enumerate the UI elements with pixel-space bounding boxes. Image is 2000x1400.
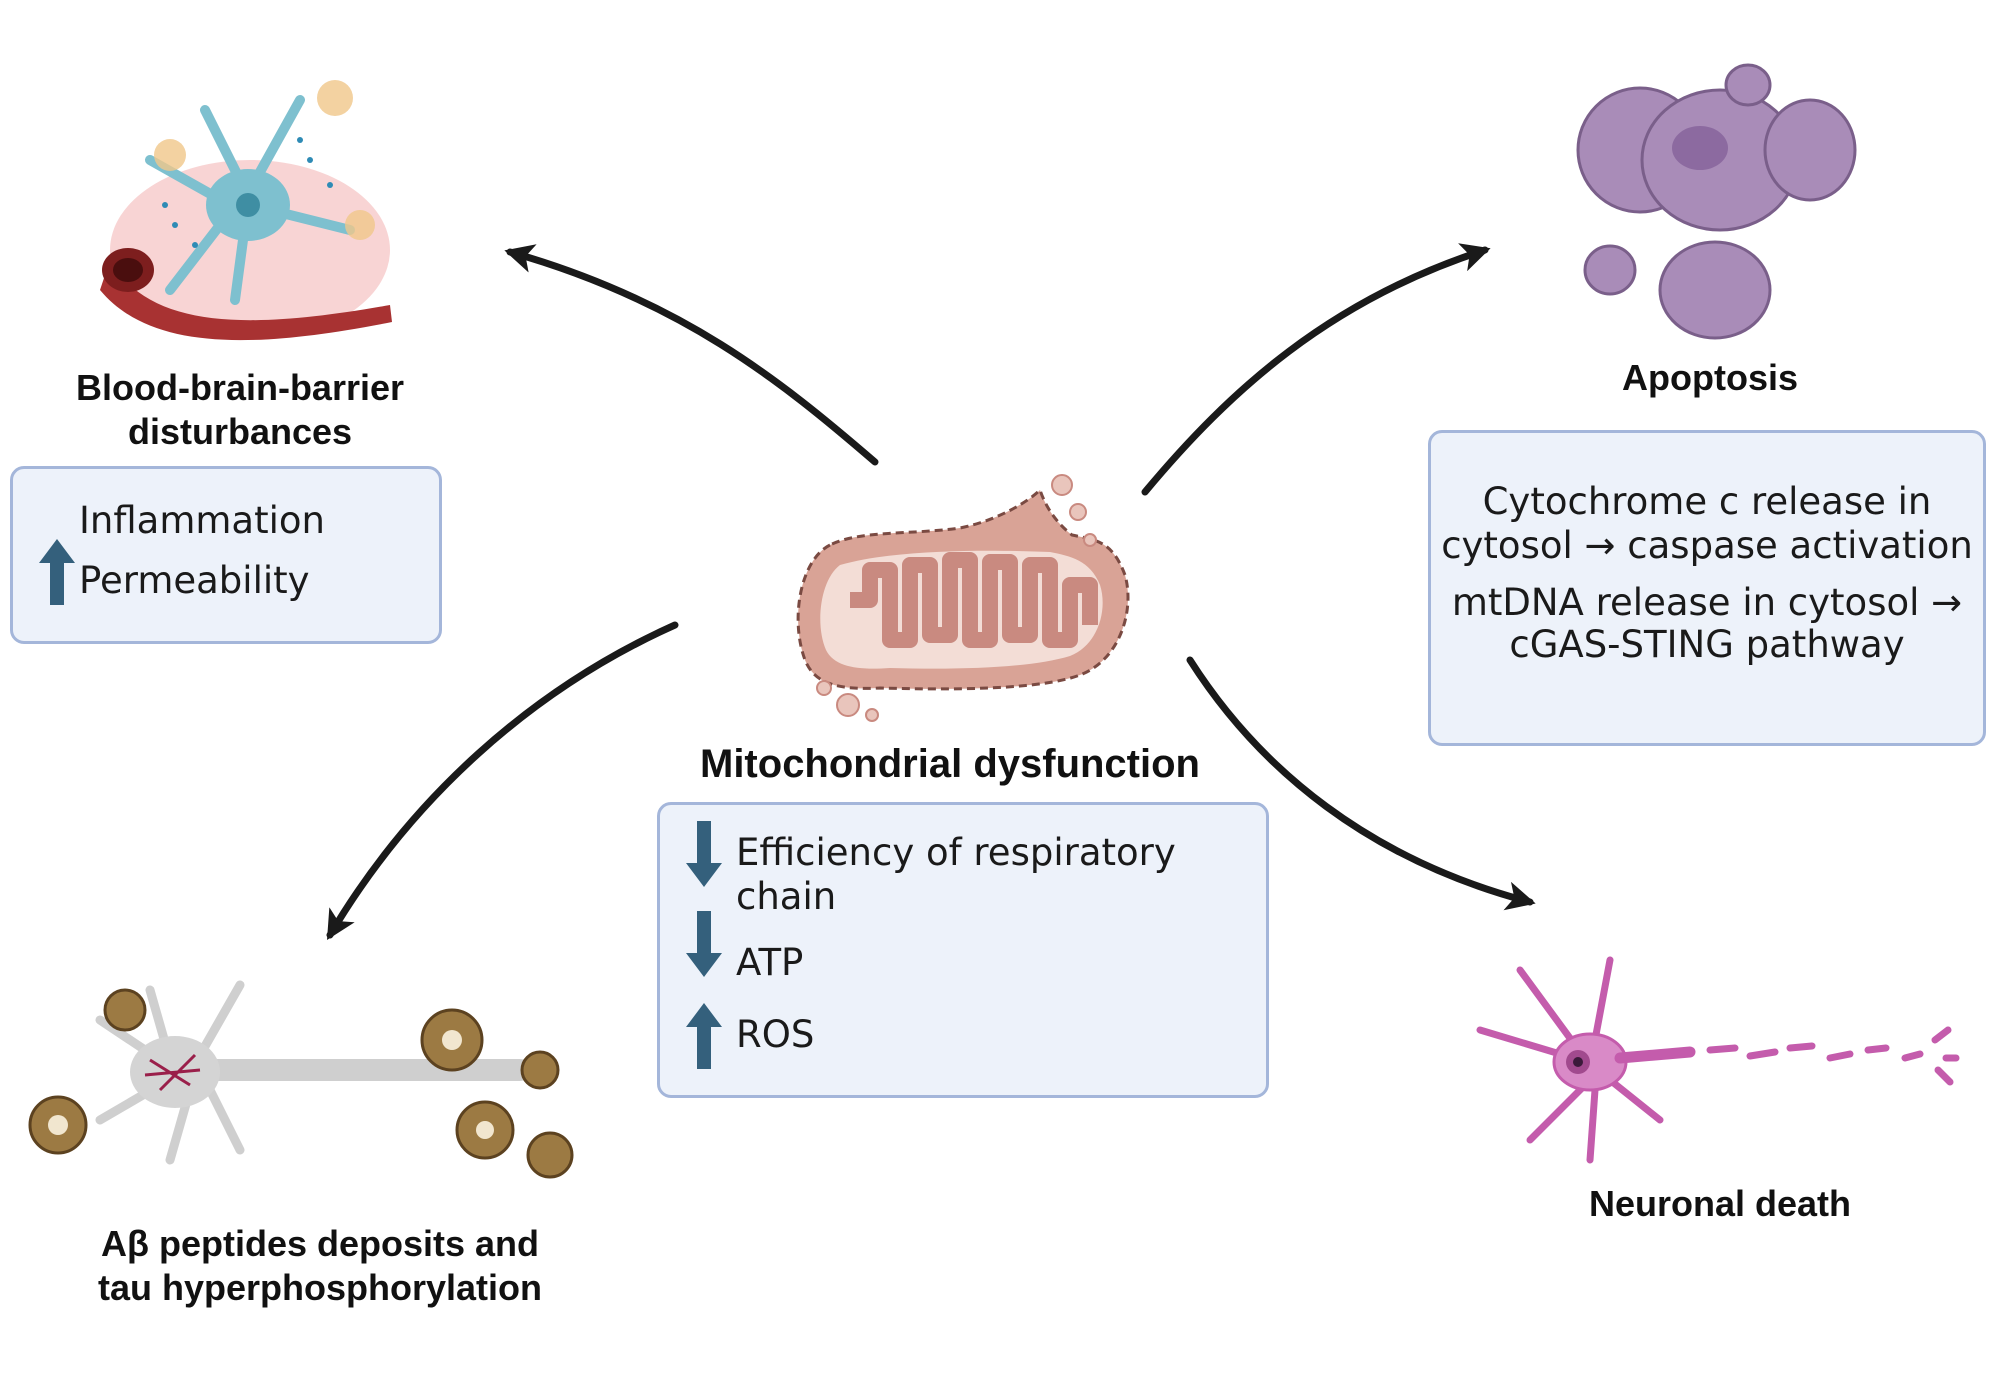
neuronal-death-title: Neuronal death xyxy=(1588,1183,1852,1224)
bbb-title-line-2: disturbances xyxy=(127,411,353,452)
apoptotic-cell-icon xyxy=(1576,63,1857,340)
amyloid-title: Aβ peptides deposits and tau hyperphosph… xyxy=(40,1222,600,1310)
plaque-neuron-icon xyxy=(28,980,574,1179)
apoptosis-box: Cytochrome c release in cytosol → caspas… xyxy=(1428,430,1986,746)
center-item-ros: ROS xyxy=(736,1013,815,1056)
arrow-up-icon xyxy=(686,1003,722,1069)
apoptosis-line-1: Cytochrome c release in xyxy=(1482,480,1932,523)
flow-arrow-to-neuronal-death xyxy=(1186,656,1536,911)
amyloid-title-line-2: tau hyperphosphorylation xyxy=(97,1267,543,1308)
flow-arrow-to-bbb xyxy=(504,244,879,466)
apoptosis-line-3: mtDNA release in cytosol → xyxy=(1451,581,1963,624)
apoptosis-line-2: cytosol → caspase activation xyxy=(1441,524,1973,567)
amyloid-title-line-1: Aβ peptides deposits and xyxy=(100,1223,540,1264)
apoptosis-title: Apoptosis xyxy=(1622,357,1798,398)
center-item-efficiency-line-1: Efficiency of respiratory xyxy=(736,831,1176,874)
arrow-down-icon xyxy=(686,911,722,977)
bbb-title: Blood-brain-barrier disturbances xyxy=(40,366,440,454)
flow-arrow-to-amyloid xyxy=(326,621,679,941)
flow-arrow-to-apoptosis xyxy=(1141,243,1491,496)
bbb-box: Inflammation Permeability xyxy=(10,466,442,644)
bbb-item-inflammation: Inflammation xyxy=(79,499,325,542)
center-box: Efficiency of respiratory chain ATP ROS xyxy=(657,802,1269,1098)
center-item-atp: ATP xyxy=(736,941,804,984)
neurovascular-unit-icon xyxy=(100,80,392,341)
bbb-title-line-1: Blood-brain-barrier xyxy=(75,367,405,408)
center-title: Mitochondrial dysfunction xyxy=(700,742,1200,786)
dying-neuron-icon xyxy=(1476,956,1960,1164)
apoptosis-line-4: cGAS-STING pathway xyxy=(1509,623,1905,666)
arrow-down-icon xyxy=(686,821,722,887)
bbb-item-permeability: Permeability xyxy=(79,559,310,602)
arrow-up-icon xyxy=(39,539,75,605)
mitochondrion-icon xyxy=(796,474,1130,722)
center-item-efficiency-line-2: chain xyxy=(736,875,837,918)
